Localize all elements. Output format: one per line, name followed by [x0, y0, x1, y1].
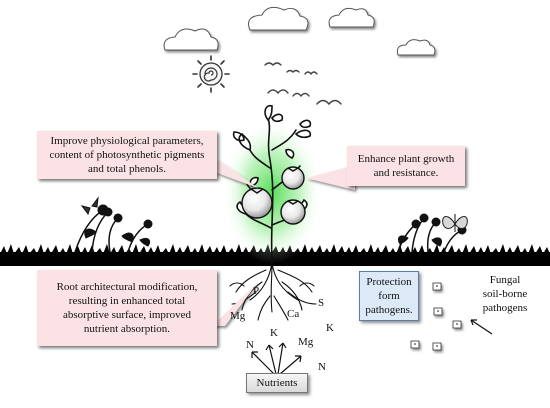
- nutrient-mg: Mg: [298, 336, 314, 348]
- tomato-icon: [280, 199, 306, 225]
- flowers-right-icon: [397, 213, 467, 253]
- cloud-icon: [248, 6, 309, 31]
- physiological-callout: Improve physiological parameters, conten…: [37, 131, 217, 179]
- roots-icon: [229, 261, 317, 321]
- pathogen-arrow: [470, 319, 493, 335]
- tomato-icon: [281, 166, 305, 190]
- nutrient-p: P: [253, 285, 260, 297]
- tomato-icon: [241, 187, 273, 219]
- nutrient-k: K: [270, 327, 278, 339]
- cloud-icon: [396, 39, 436, 56]
- nutrient-n: N: [318, 361, 326, 373]
- nutrient-mg: Mg: [230, 310, 246, 322]
- nutrient-arrows: [251, 342, 302, 375]
- nutrient-k: K: [326, 322, 334, 334]
- nutrients-box: Nutrients: [246, 373, 308, 393]
- protection-callout: Protection form pathogens.: [359, 271, 419, 321]
- root-callout: Root architectural modification, resulti…: [37, 270, 217, 346]
- sun-icon: [192, 55, 230, 93]
- nutrient-n: N: [246, 339, 254, 351]
- fungal-pathogens-label: Fungal soil-borne pathogens: [482, 274, 528, 314]
- butterfly-icon: [442, 214, 468, 232]
- flowers-left-icon: [74, 196, 153, 253]
- cloud-icon: [328, 7, 375, 28]
- cloud-icon: [163, 28, 219, 51]
- birds-icon: [264, 62, 342, 106]
- nutrient-ca: Ca: [287, 308, 300, 320]
- nutrient-s: S: [318, 297, 325, 309]
- growth-callout: Enhance plant growth and resistance.: [347, 146, 465, 186]
- pathogen-dots: [410, 282, 462, 351]
